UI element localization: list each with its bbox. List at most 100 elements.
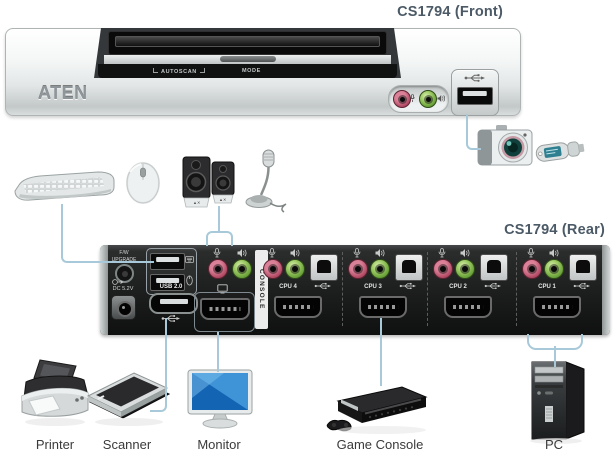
dc-pin bbox=[122, 306, 125, 309]
console-video-port bbox=[200, 298, 250, 320]
cpu2-mic-jack bbox=[433, 259, 453, 279]
mic-icon bbox=[268, 248, 276, 258]
front-usb-port bbox=[457, 87, 493, 105]
keyboard-usb-port bbox=[150, 253, 185, 270]
mouse-usb-port bbox=[150, 274, 185, 291]
usb-trident-icon bbox=[464, 74, 485, 82]
cpu4-usb-b-port bbox=[310, 254, 338, 281]
console-speaker-jack bbox=[232, 259, 252, 279]
kvm-rear-panel: F/W UPGRADE DC 5.2V USB 2.0 bbox=[100, 245, 610, 335]
dc-power-label: DC 5.2V bbox=[112, 286, 134, 292]
fw-upgrade-line1: F/W bbox=[119, 250, 129, 256]
cpu3-mic-jack bbox=[348, 259, 368, 279]
front-headphone-jack bbox=[419, 90, 437, 108]
power-icon bbox=[112, 279, 124, 285]
cpu1-video-port bbox=[533, 296, 581, 318]
cpu1-label: CPU 1 bbox=[538, 284, 556, 290]
cable-game-console bbox=[380, 318, 382, 386]
cpu4-label: CPU 4 bbox=[279, 284, 297, 290]
mode-button-label: MODE bbox=[242, 68, 261, 74]
speakers-image: ▲✕ ▲✕ bbox=[182, 156, 235, 208]
cpu2-usb-b-port bbox=[480, 254, 508, 281]
console-group-outline bbox=[194, 292, 255, 332]
front-mic-jack bbox=[393, 90, 411, 108]
mouse-icon bbox=[186, 275, 193, 286]
microphone-image bbox=[245, 149, 287, 213]
usb-trident-icon bbox=[399, 282, 416, 290]
cpu2-section: CPU 2 bbox=[428, 245, 517, 335]
cable-speaker-bracket bbox=[206, 231, 233, 246]
cable-scanner bbox=[150, 318, 167, 412]
front-audio-recess bbox=[388, 85, 449, 113]
pc-image bbox=[530, 361, 585, 444]
printer-image bbox=[21, 359, 89, 426]
cpu2-label: CPU 2 bbox=[449, 284, 467, 290]
cpu3-usb-b-port bbox=[395, 254, 423, 281]
svg-text:▲✕: ▲✕ bbox=[193, 200, 200, 205]
mic-icon bbox=[438, 248, 446, 258]
scanner-image bbox=[86, 372, 171, 426]
front-usb-block bbox=[451, 69, 499, 116]
front-top-protrusion: AUTOSCAN MODE bbox=[94, 28, 401, 78]
cpu4-section: CPU 4 bbox=[258, 245, 343, 335]
game-console-label: Game Console bbox=[336, 437, 424, 452]
dc-power-jack bbox=[111, 295, 136, 320]
rear-panel-right-edge bbox=[602, 245, 610, 335]
console-mic-jack bbox=[208, 259, 228, 279]
cpu3-speaker-jack bbox=[370, 259, 390, 279]
usb20-label: USB 2.0 bbox=[159, 284, 183, 290]
cpu4-mic-jack bbox=[263, 259, 283, 279]
usb-drive-image bbox=[535, 141, 585, 162]
cpu3-video-port bbox=[359, 296, 407, 318]
usb-trident-icon bbox=[314, 282, 331, 290]
headphone-icon bbox=[437, 95, 445, 102]
front-view-title: CS1794 (Front) bbox=[397, 4, 503, 20]
cpu2-speaker-jack bbox=[455, 259, 475, 279]
usb-trident-icon bbox=[484, 282, 501, 290]
keyboard-icon bbox=[185, 256, 194, 263]
mic-icon bbox=[527, 248, 535, 258]
printer-label: Printer bbox=[35, 437, 75, 452]
cpu2-video-port bbox=[444, 296, 492, 318]
mouse-image bbox=[126, 162, 160, 204]
svg-text:▲✕: ▲✕ bbox=[219, 197, 226, 202]
cpu3-label: CPU 3 bbox=[364, 284, 382, 290]
front-latch bbox=[219, 56, 276, 62]
usb-trident-icon bbox=[573, 282, 590, 290]
autoscan-button-label: AUTOSCAN bbox=[150, 68, 208, 75]
cpu4-video-port bbox=[274, 296, 322, 318]
cable-front-usb bbox=[466, 114, 481, 150]
cable-monitor bbox=[217, 332, 219, 372]
monitor-label: Monitor bbox=[197, 437, 241, 452]
mic-icon bbox=[353, 248, 361, 258]
cpu3-section: CPU 3 bbox=[343, 245, 428, 335]
keyboard-image bbox=[14, 171, 115, 201]
pc-label: PC bbox=[544, 437, 564, 452]
cable-keyboard-mouse bbox=[61, 204, 154, 263]
fw-upgrade-label: F/W UPGRADE bbox=[104, 250, 144, 264]
cable-speaker-stem bbox=[218, 206, 220, 233]
speaker-icon bbox=[460, 249, 470, 257]
usb20-port bbox=[149, 293, 198, 314]
front-button-strip bbox=[104, 55, 391, 64]
cpu1-mic-jack bbox=[522, 259, 542, 279]
front-label-band: AUTOSCAN MODE bbox=[98, 64, 397, 78]
kvm-front-panel: AUTOSCAN MODE ATEN bbox=[5, 28, 521, 116]
monitor-image bbox=[187, 369, 253, 429]
console-strip-label: CONSOLE bbox=[258, 269, 265, 310]
mic-icon bbox=[213, 248, 221, 258]
display-icon bbox=[217, 284, 228, 294]
cpu1-section: CPU 1 bbox=[517, 245, 602, 335]
cpu1-usb-b-port bbox=[569, 254, 597, 281]
cpu1-speaker-jack bbox=[544, 259, 564, 279]
cpu4-speaker-jack bbox=[285, 259, 305, 279]
fw-upgrade-button bbox=[115, 264, 134, 283]
speaker-icon bbox=[237, 249, 247, 257]
cable-pc-stem bbox=[554, 346, 556, 367]
mic-icon bbox=[410, 94, 415, 102]
speaker-icon bbox=[290, 249, 300, 257]
rear-view-title: CS1794 (Rear) bbox=[504, 222, 605, 238]
front-slot-inner bbox=[115, 36, 380, 47]
game-console-image bbox=[326, 386, 428, 434]
